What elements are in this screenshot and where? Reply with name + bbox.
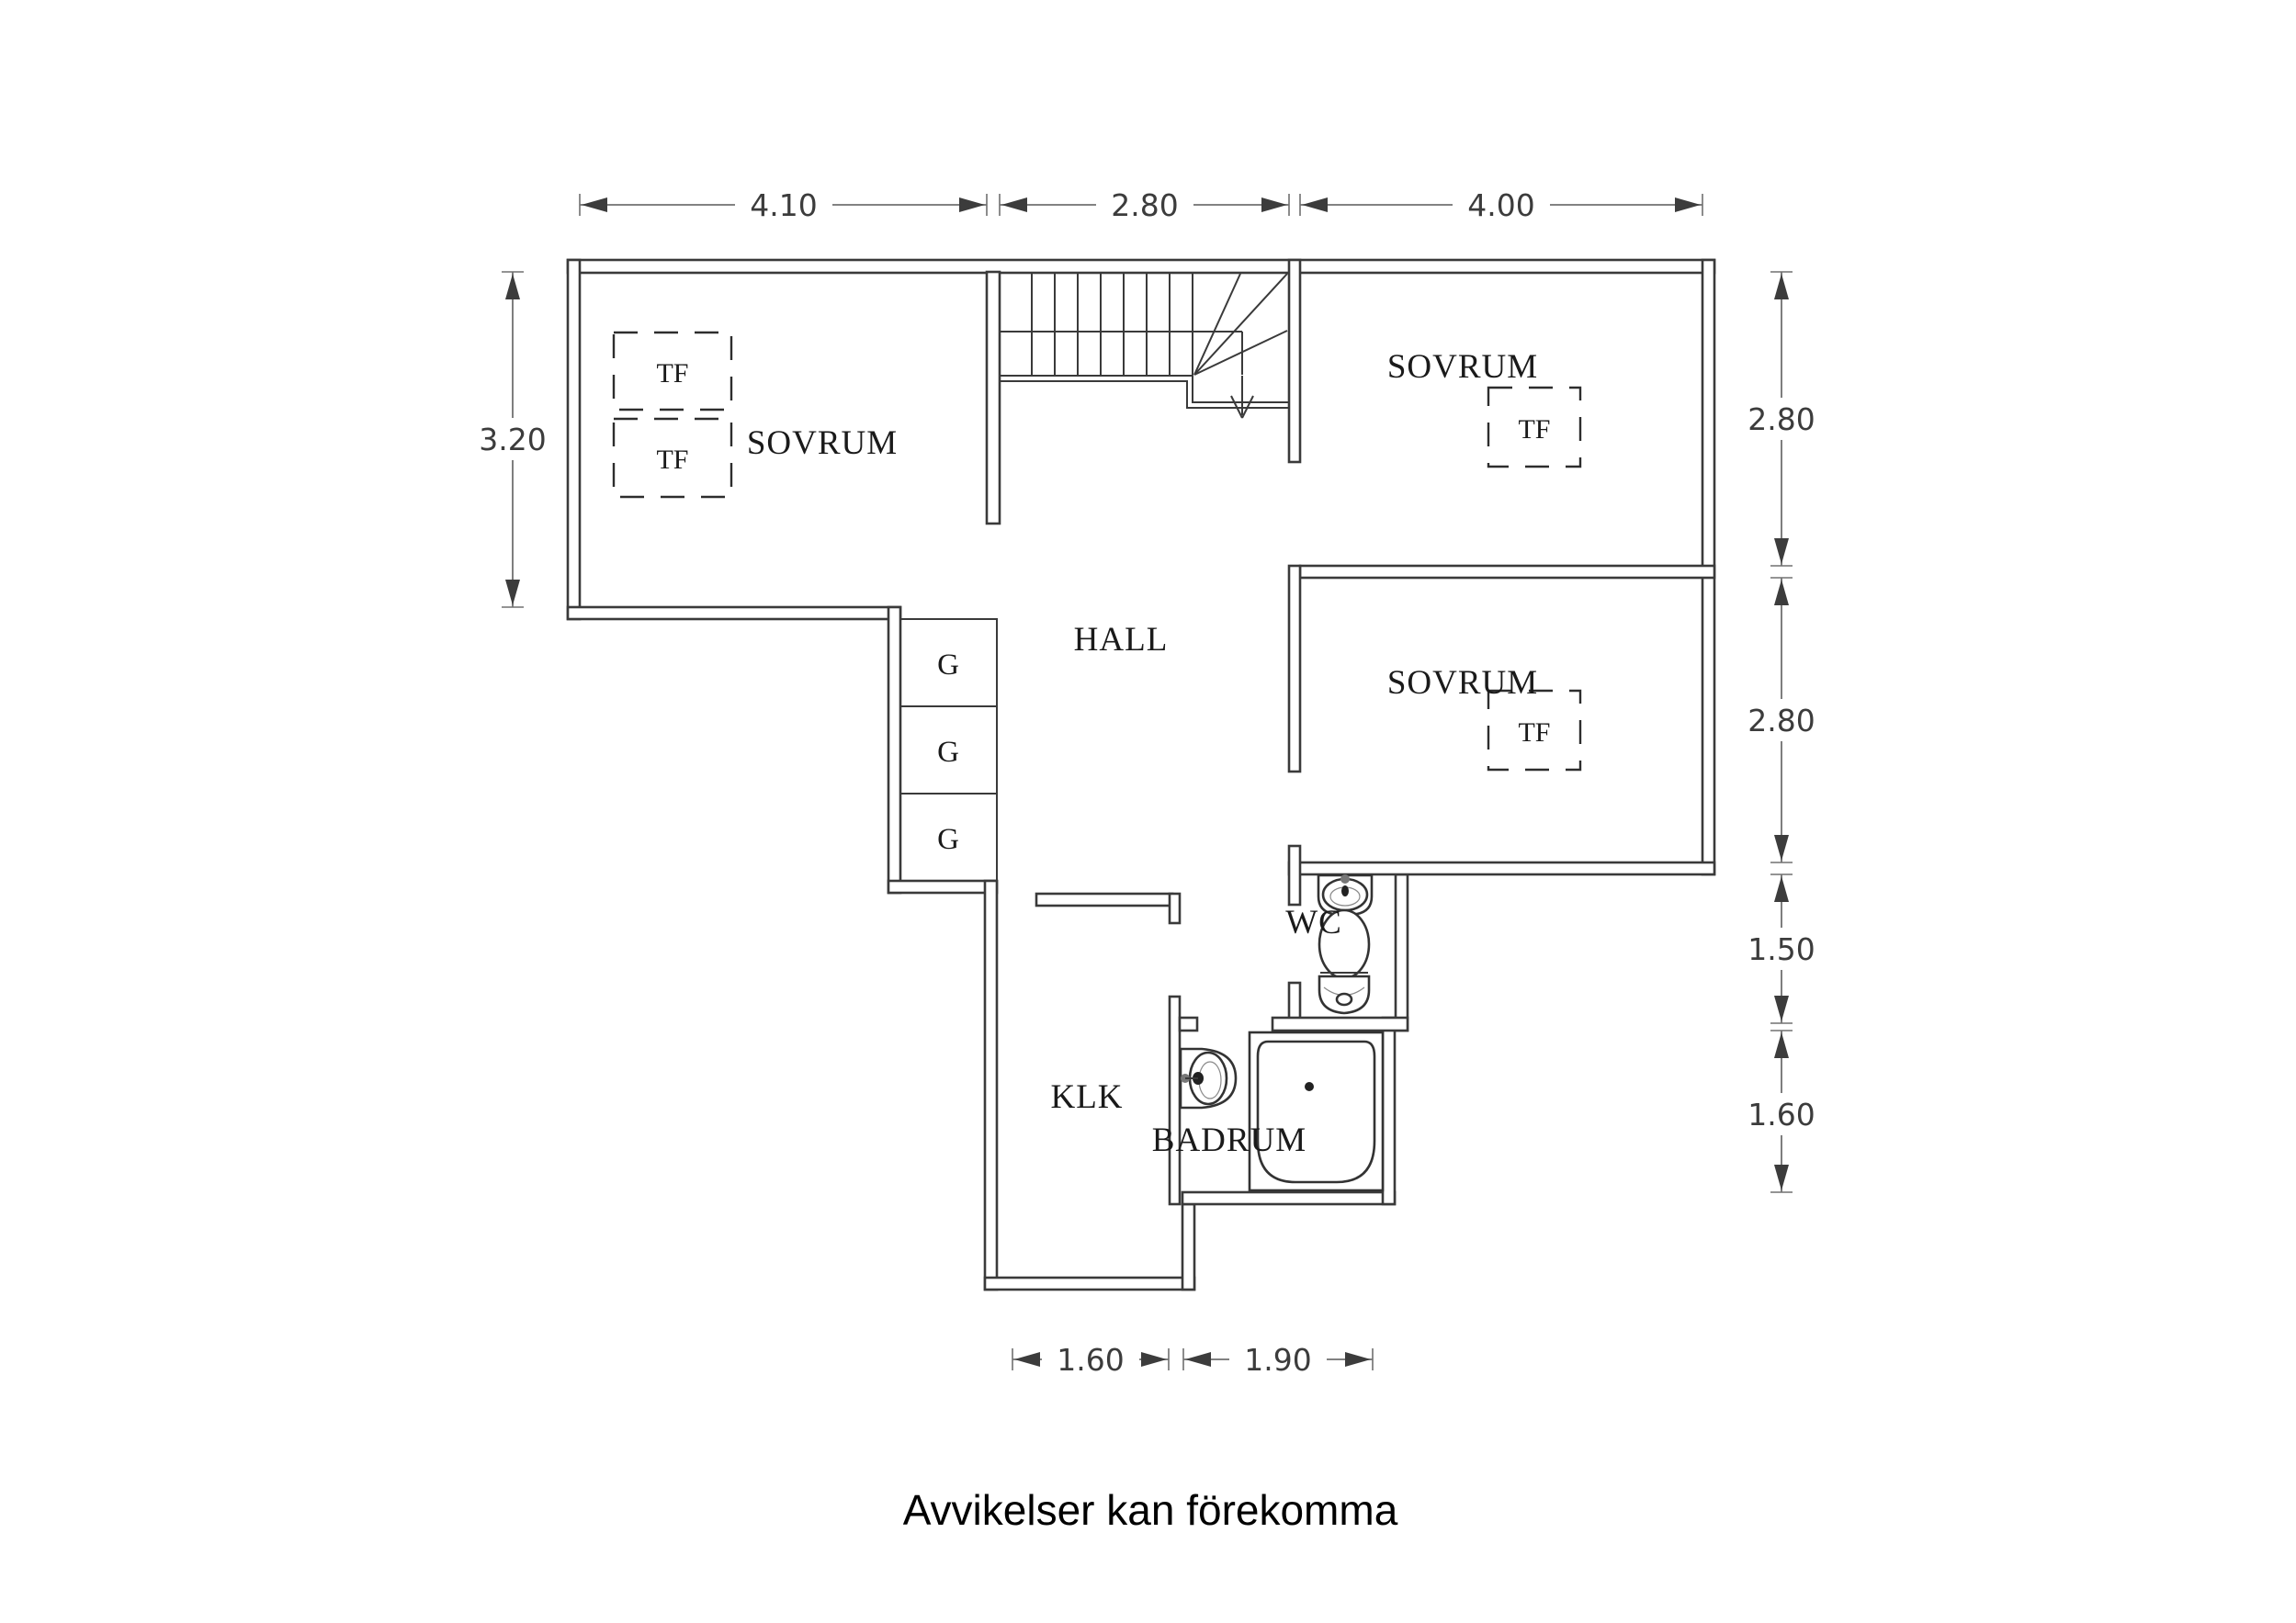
room-label-badrum: BADRUM <box>1152 1121 1306 1159</box>
arrowhead <box>1774 1165 1789 1190</box>
dim-top-2: 2.80 <box>1111 187 1178 223</box>
dim-top-1: 4.10 <box>750 187 817 223</box>
arrowhead <box>1302 197 1328 212</box>
stairs-icon <box>1000 273 1289 419</box>
wall-wc-bottom <box>1271 1016 1409 1032</box>
arrowhead <box>1774 996 1789 1021</box>
wall <box>1394 873 1409 1032</box>
wardrobe-label-3: G <box>937 823 959 856</box>
arrowhead <box>1774 835 1789 861</box>
stair-direction-arrow-icon <box>1230 376 1254 419</box>
wall-klk-top <box>1035 892 1174 907</box>
dim-right-3: 1.50 <box>1747 931 1815 967</box>
wardrobe-label-1: G <box>937 648 959 682</box>
arrowhead <box>505 580 520 605</box>
tf-box-left-1 <box>612 331 733 411</box>
arrowhead <box>1261 197 1287 212</box>
wall <box>566 258 1716 275</box>
winder-tread <box>1193 273 1241 376</box>
wall <box>566 258 582 621</box>
wall-stairs-left <box>985 270 1001 525</box>
arrowhead <box>959 197 985 212</box>
wall-hall-right <box>1287 564 1302 773</box>
dim-right-2: 2.80 <box>1747 703 1815 738</box>
dim-bottom-1: 1.60 <box>1057 1342 1124 1378</box>
wall-stairs-right <box>1287 258 1302 464</box>
arrowhead <box>1774 876 1789 902</box>
tf-label-left-1: TF <box>656 358 688 389</box>
wardrobe-label-2: G <box>937 736 959 769</box>
bathtub-icon <box>1248 1031 1385 1192</box>
dim-right-1: 2.80 <box>1747 401 1815 437</box>
room-label-klk: KLK <box>1050 1078 1123 1116</box>
tf-label-right-bottom: TF <box>1518 717 1550 748</box>
winder-tread <box>1193 273 1288 376</box>
arrowhead <box>1014 1352 1040 1367</box>
wall <box>887 879 999 895</box>
dimension-left: 3.20 <box>464 271 561 608</box>
wall <box>566 605 902 621</box>
dim-right-4: 1.60 <box>1747 1097 1815 1133</box>
room-label-wc: WC <box>1285 904 1342 941</box>
winder-tread <box>1193 330 1288 376</box>
room-label-sovrum-right-top: SOVRUM <box>1387 348 1538 386</box>
wc-sink-icon <box>1317 873 1374 916</box>
toilet-icon <box>1318 908 1371 1015</box>
dimension-right: 2.80 2.80 1.50 1.60 <box>1733 271 1830 1193</box>
wall-klk-jamb <box>1168 892 1182 925</box>
wall <box>887 605 902 895</box>
tf-box-right-top <box>1487 386 1582 468</box>
tf-label-left-2: TF <box>656 445 688 475</box>
arrowhead <box>1141 1352 1167 1367</box>
arrowhead <box>1774 1032 1789 1058</box>
arrowhead <box>505 274 520 299</box>
arrowhead <box>1345 1352 1371 1367</box>
arrowhead <box>1774 274 1789 299</box>
disclaimer-text: Avvikelser kan förekomma <box>903 1486 1398 1534</box>
arrowhead <box>1774 580 1789 605</box>
dimension-bottom: 1.60 1.90 <box>1012 1338 1374 1381</box>
dim-top-3: 4.00 <box>1467 187 1534 223</box>
wardrobe-cabinets <box>899 618 998 882</box>
room-label-sovrum-right-bottom: SOVRUM <box>1387 664 1538 702</box>
wall <box>1181 1190 1397 1206</box>
dimension-top: 4.10 2.80 4.00 <box>579 184 1703 226</box>
wall <box>983 1276 1196 1291</box>
wall-sovrum-divider-right <box>1287 861 1716 876</box>
wall-sovrum-divider-right <box>1298 564 1716 580</box>
dim-bottom-2: 1.90 <box>1244 1342 1311 1378</box>
tf-label-right-top: TF <box>1518 414 1550 445</box>
dim-left-1: 3.20 <box>479 422 546 457</box>
wall <box>1381 1016 1397 1206</box>
wardrobe-box-3 <box>899 793 998 882</box>
room-label-hall: HALL <box>1074 621 1169 659</box>
roof-windows <box>612 331 1582 772</box>
arrowhead <box>582 197 607 212</box>
room-labels: SOVRUM SOVRUM SOVRUM HALL KLK WC BADRUM … <box>656 348 1550 1159</box>
wall <box>983 879 999 1291</box>
room-label-sovrum-left: SOVRUM <box>747 424 898 462</box>
wall-wc-jamb <box>1287 844 1302 907</box>
tf-box-left-2 <box>612 417 733 499</box>
wall <box>1181 1202 1196 1291</box>
arrowhead <box>1185 1352 1211 1367</box>
badrum-sink-icon <box>1179 1047 1238 1110</box>
arrowhead <box>1675 197 1701 212</box>
wall-badrum-left <box>1168 995 1182 1206</box>
arrowhead <box>1001 197 1027 212</box>
tf-box-right-bottom <box>1487 689 1582 772</box>
wall-badrum-stub <box>1178 1016 1199 1032</box>
arrowhead <box>1774 538 1789 564</box>
